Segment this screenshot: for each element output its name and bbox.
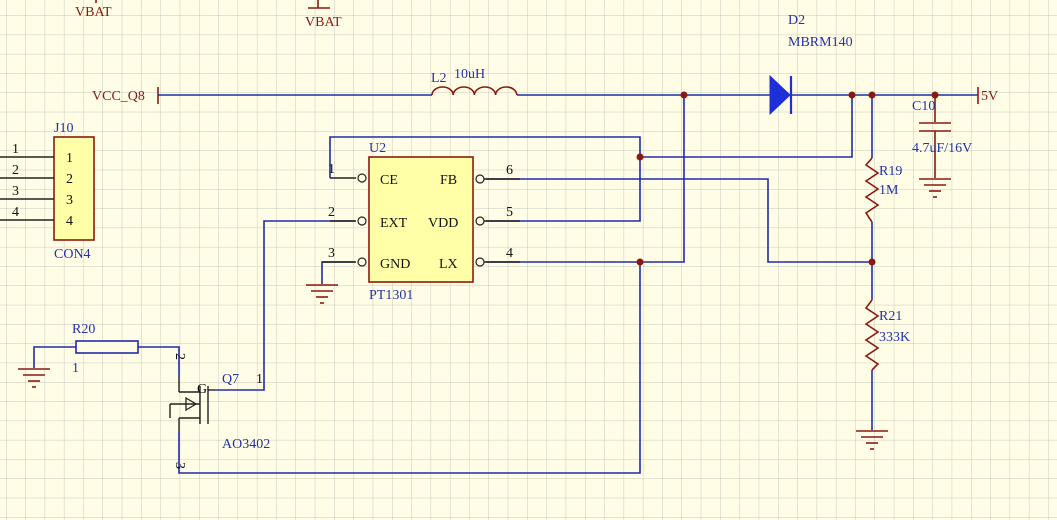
- r20-ref: R20: [72, 322, 95, 337]
- u2-pin3-num: 3: [328, 246, 335, 261]
- r19-value: 1M: [879, 183, 899, 198]
- q7-pin2: 2: [172, 353, 187, 360]
- q7-pin1: 1: [256, 372, 263, 387]
- resistor-r21[interactable]: R21 333K: [864, 299, 910, 371]
- j10-pin3: 3: [66, 193, 73, 208]
- q7-pin3: 3: [172, 462, 187, 469]
- l2-ref: L2: [431, 71, 447, 86]
- c10-ref: C10: [912, 99, 935, 114]
- q7-ref: Q7: [222, 372, 239, 387]
- u2-pin-vdd: VDD: [428, 216, 458, 231]
- u2-pin4-num: 4: [506, 246, 513, 261]
- out-5v-port: 5V: [977, 87, 998, 104]
- l2-value: 10uH: [454, 67, 485, 82]
- u2-pin6-num: 6: [506, 163, 513, 178]
- u2-pin-gnd: GND: [380, 257, 410, 272]
- vbat-mid-label: VBAT: [305, 15, 342, 30]
- q7-value: AO3402: [222, 437, 270, 452]
- u2-value: PT1301: [369, 288, 413, 303]
- j10-wire2-label: 2: [12, 163, 19, 178]
- j10-wire1-label: 1: [12, 142, 19, 157]
- mosfet-q7[interactable]: G Q7 1 AO3402 2 3: [169, 353, 270, 469]
- vbat-symbol-mid: VBAT: [305, 0, 342, 30]
- q7-gate-label: G: [197, 382, 207, 397]
- r19-ref: R19: [879, 164, 902, 179]
- ground-icon: [306, 284, 338, 304]
- u2-ref: U2: [369, 141, 386, 156]
- d2-value: MBRM140: [788, 35, 853, 50]
- j10-ref: J10: [54, 121, 73, 136]
- r20-value: 1: [72, 361, 79, 376]
- j10-pin2: 2: [66, 172, 73, 187]
- j10-wire3-label: 3: [12, 184, 19, 199]
- r21-ref: R21: [879, 309, 902, 324]
- ic-u2[interactable]: U2 PT1301 1 2 3 6 5 4 CE EXT GND FB VDD …: [322, 141, 520, 303]
- junctions: [636, 91, 939, 266]
- r21-value: 333K: [879, 330, 910, 345]
- j10-wire4-label: 4: [12, 205, 19, 220]
- inductor-l2[interactable]: L2 10uH: [431, 67, 518, 96]
- connector-j10[interactable]: J10 CON4 1 2 3 4 1 2 3 4: [0, 121, 95, 262]
- u2-pin5-num: 5: [506, 205, 513, 220]
- capacitor-c10[interactable]: C10 4.7uF/16V: [912, 95, 972, 178]
- j10-value: CON4: [54, 247, 91, 262]
- u2-pin-lx: LX: [439, 257, 458, 272]
- ground-icon: [18, 368, 50, 388]
- vcc-label: VCC_Q8: [92, 89, 145, 104]
- d2-ref: D2: [788, 13, 805, 28]
- net-wires: [33, 95, 872, 474]
- u2-pin1-num: 1: [328, 162, 335, 177]
- resistor-r20[interactable]: R20 1: [72, 322, 139, 376]
- u2-pin2-num: 2: [328, 205, 335, 220]
- u2-pin-ce: CE: [380, 173, 398, 188]
- u2-pin-fb: FB: [440, 173, 457, 188]
- out-5v-label: 5V: [981, 89, 998, 104]
- c10-value: 4.7uF/16V: [912, 141, 972, 156]
- ground-icon: [856, 430, 888, 450]
- ground-icon: [919, 178, 951, 198]
- j10-pin1: 1: [66, 151, 73, 166]
- diode-d2[interactable]: D2 MBRM140: [769, 13, 853, 116]
- j10-pin4: 4: [66, 214, 73, 229]
- vbat-symbol-left: VBAT: [75, 0, 112, 20]
- resistor-r19[interactable]: R19 1M: [864, 157, 902, 223]
- u2-pin-ext: EXT: [380, 216, 408, 231]
- vbat-left-label: VBAT: [75, 5, 112, 20]
